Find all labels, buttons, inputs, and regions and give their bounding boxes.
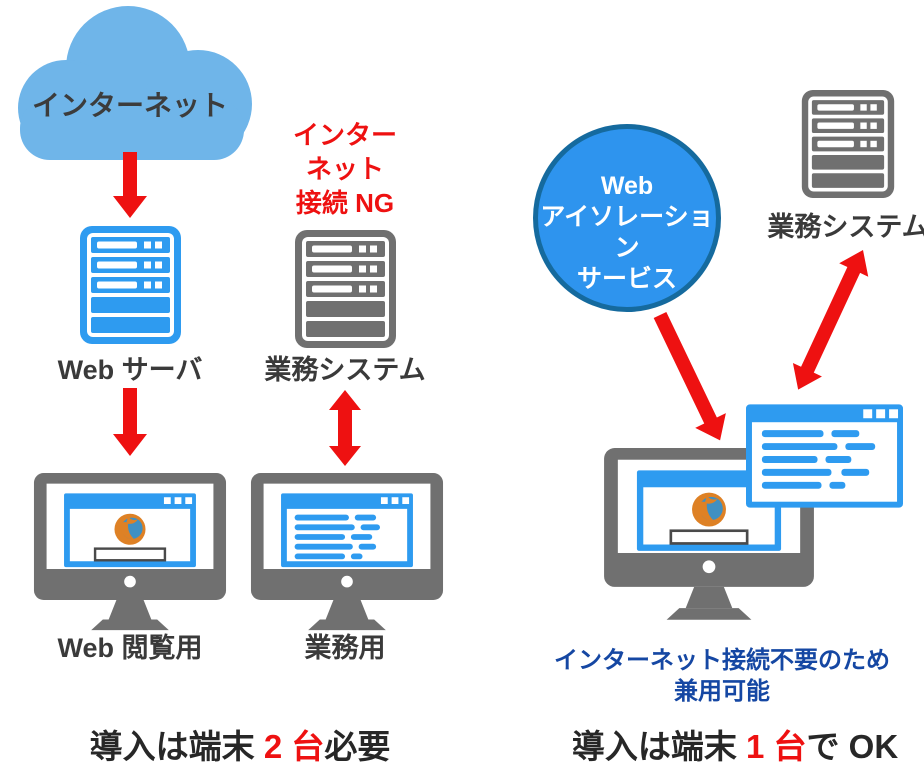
web-monitor-icon	[33, 472, 227, 631]
double-arrow-diagonal-icon	[792, 250, 869, 390]
internet-cloud-label: インターネット	[31, 90, 228, 121]
business-monitor-label: 業務用	[304, 633, 386, 663]
double-arrow-icon	[329, 390, 361, 466]
app-rows-shape	[761, 430, 876, 489]
right-caption: 導入は端末 1 台で OK	[571, 728, 899, 765]
business-server-label: 業務システム	[767, 212, 924, 242]
business-monitor-icon	[250, 472, 444, 631]
web-isolation-service-circle: Web アイソレーション サービス	[533, 124, 721, 312]
web-monitor-label: Web 閲覧用	[57, 633, 203, 663]
app-rows-shape	[294, 514, 380, 560]
firefox-icon	[114, 513, 146, 545]
arrow-diagonal-icon	[653, 311, 726, 441]
business-server-icon	[295, 230, 396, 348]
no-internet-note: インターネット接続不要のため 兼用可能	[554, 647, 890, 705]
business-server-icon	[801, 90, 895, 198]
left-caption-highlight: 2 台	[263, 728, 325, 765]
business-app-window-icon	[746, 404, 903, 508]
web-server-label: Web サーバ	[57, 355, 203, 385]
arrow-down-icon	[113, 388, 147, 456]
right-caption-highlight: 1 台	[745, 728, 807, 765]
search-box-shape	[669, 529, 749, 545]
business-server-label: 業務システム	[264, 355, 426, 385]
internet-ng-note: インター ネット 接続 NG	[292, 120, 397, 218]
arrow-down-icon	[113, 152, 147, 218]
firefox-icon	[692, 492, 726, 527]
internet-cloud-icon	[18, 6, 252, 160]
shared-monitor-icon	[604, 448, 814, 620]
left-caption: 導入は端末 2 台必要	[89, 728, 391, 765]
search-box-shape	[93, 547, 167, 562]
web-server-icon	[80, 226, 181, 344]
